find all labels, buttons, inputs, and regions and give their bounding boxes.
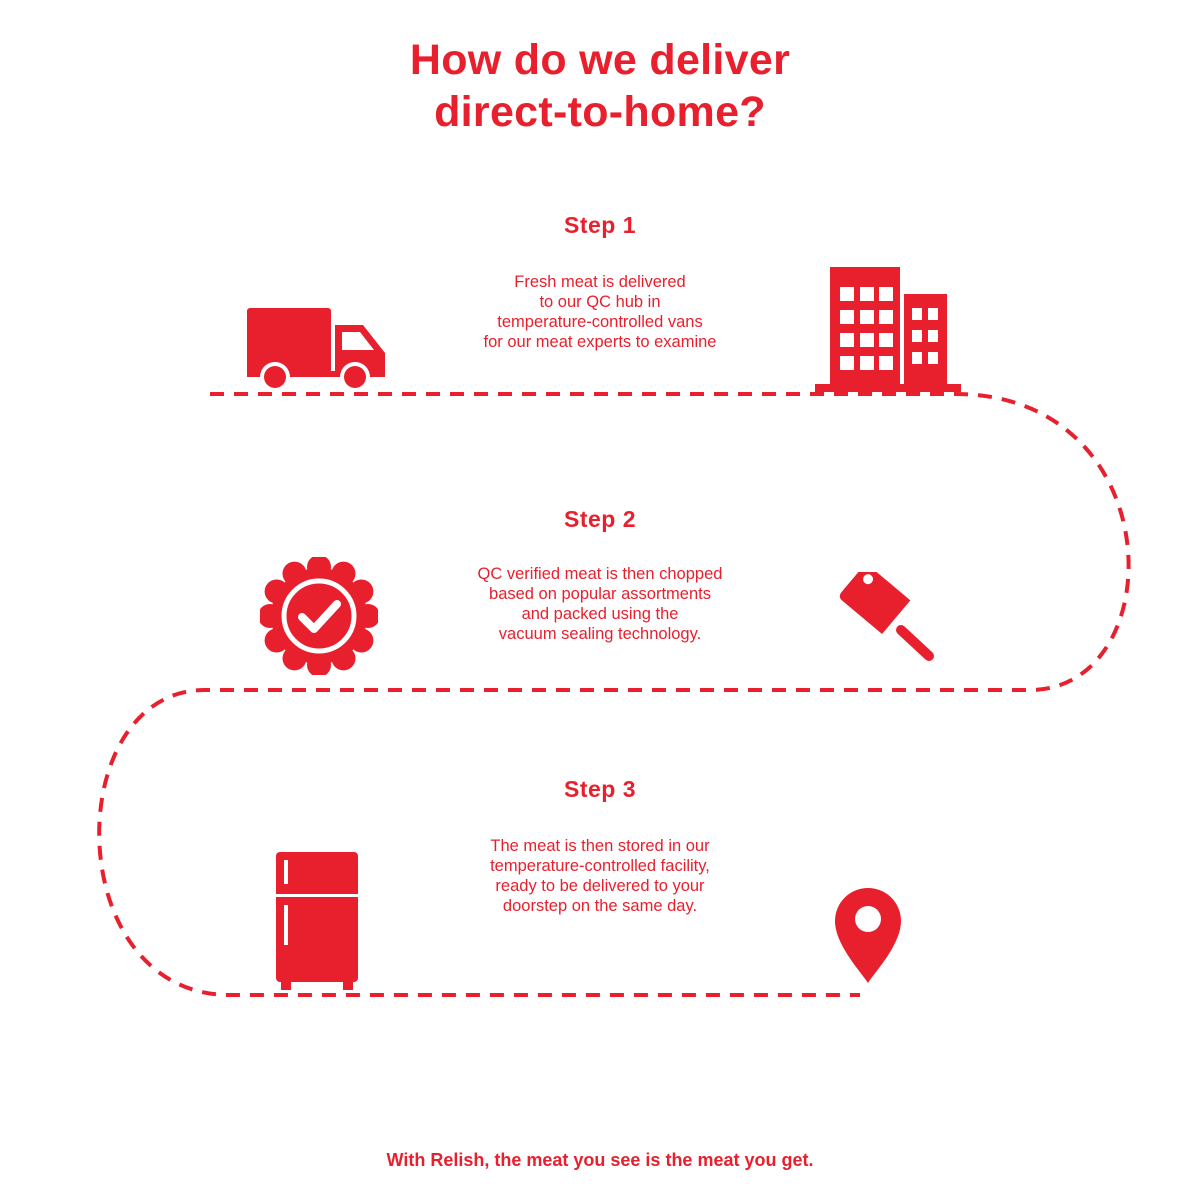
step-2-line: vacuum sealing technology. <box>498 625 702 643</box>
tagline: With Relish, the meat you see is the mea… <box>386 1150 814 1170</box>
step-3-description: The meat is then stored in our temperatu… <box>400 836 800 916</box>
step-3-line: ready to be delivered to your <box>495 877 705 895</box>
step-2-line: and packed using the <box>521 605 679 623</box>
title-line-2: direct-to-home? <box>434 88 766 136</box>
step-3-heading: Step 3 <box>563 776 637 802</box>
step-1-description: Fresh meat is delivered to our QC hub in… <box>400 272 800 352</box>
page-title: How do we deliver direct-to-home? <box>0 34 1200 138</box>
step-1-heading: Step 1 <box>563 212 637 238</box>
step-2-line: based on popular assortments <box>489 585 711 603</box>
step-1-line: for our meat experts to examine <box>483 333 717 351</box>
step-2-line: QC verified meat is then chopped <box>477 565 723 583</box>
step-1-line: to our QC hub in <box>539 293 661 311</box>
cleaver-icon <box>839 572 934 661</box>
building-icon <box>815 267 961 392</box>
delivery-truck-icon <box>247 308 385 392</box>
step-1-line: temperature-controlled vans <box>497 313 703 331</box>
refrigerator-icon <box>276 852 358 990</box>
step-1-line: Fresh meat is delivered <box>514 273 686 291</box>
verified-badge-icon <box>260 557 378 675</box>
location-pin-icon <box>835 888 901 983</box>
title-line-1: How do we deliver <box>409 36 791 84</box>
step-2-description: QC verified meat is then chopped based o… <box>400 564 800 644</box>
step-3-line: The meat is then stored in our <box>490 837 710 855</box>
step-3-line: temperature-controlled facility, <box>490 857 710 875</box>
step-3-line: doorstep on the same day. <box>502 897 698 915</box>
step-2-heading: Step 2 <box>563 506 637 532</box>
